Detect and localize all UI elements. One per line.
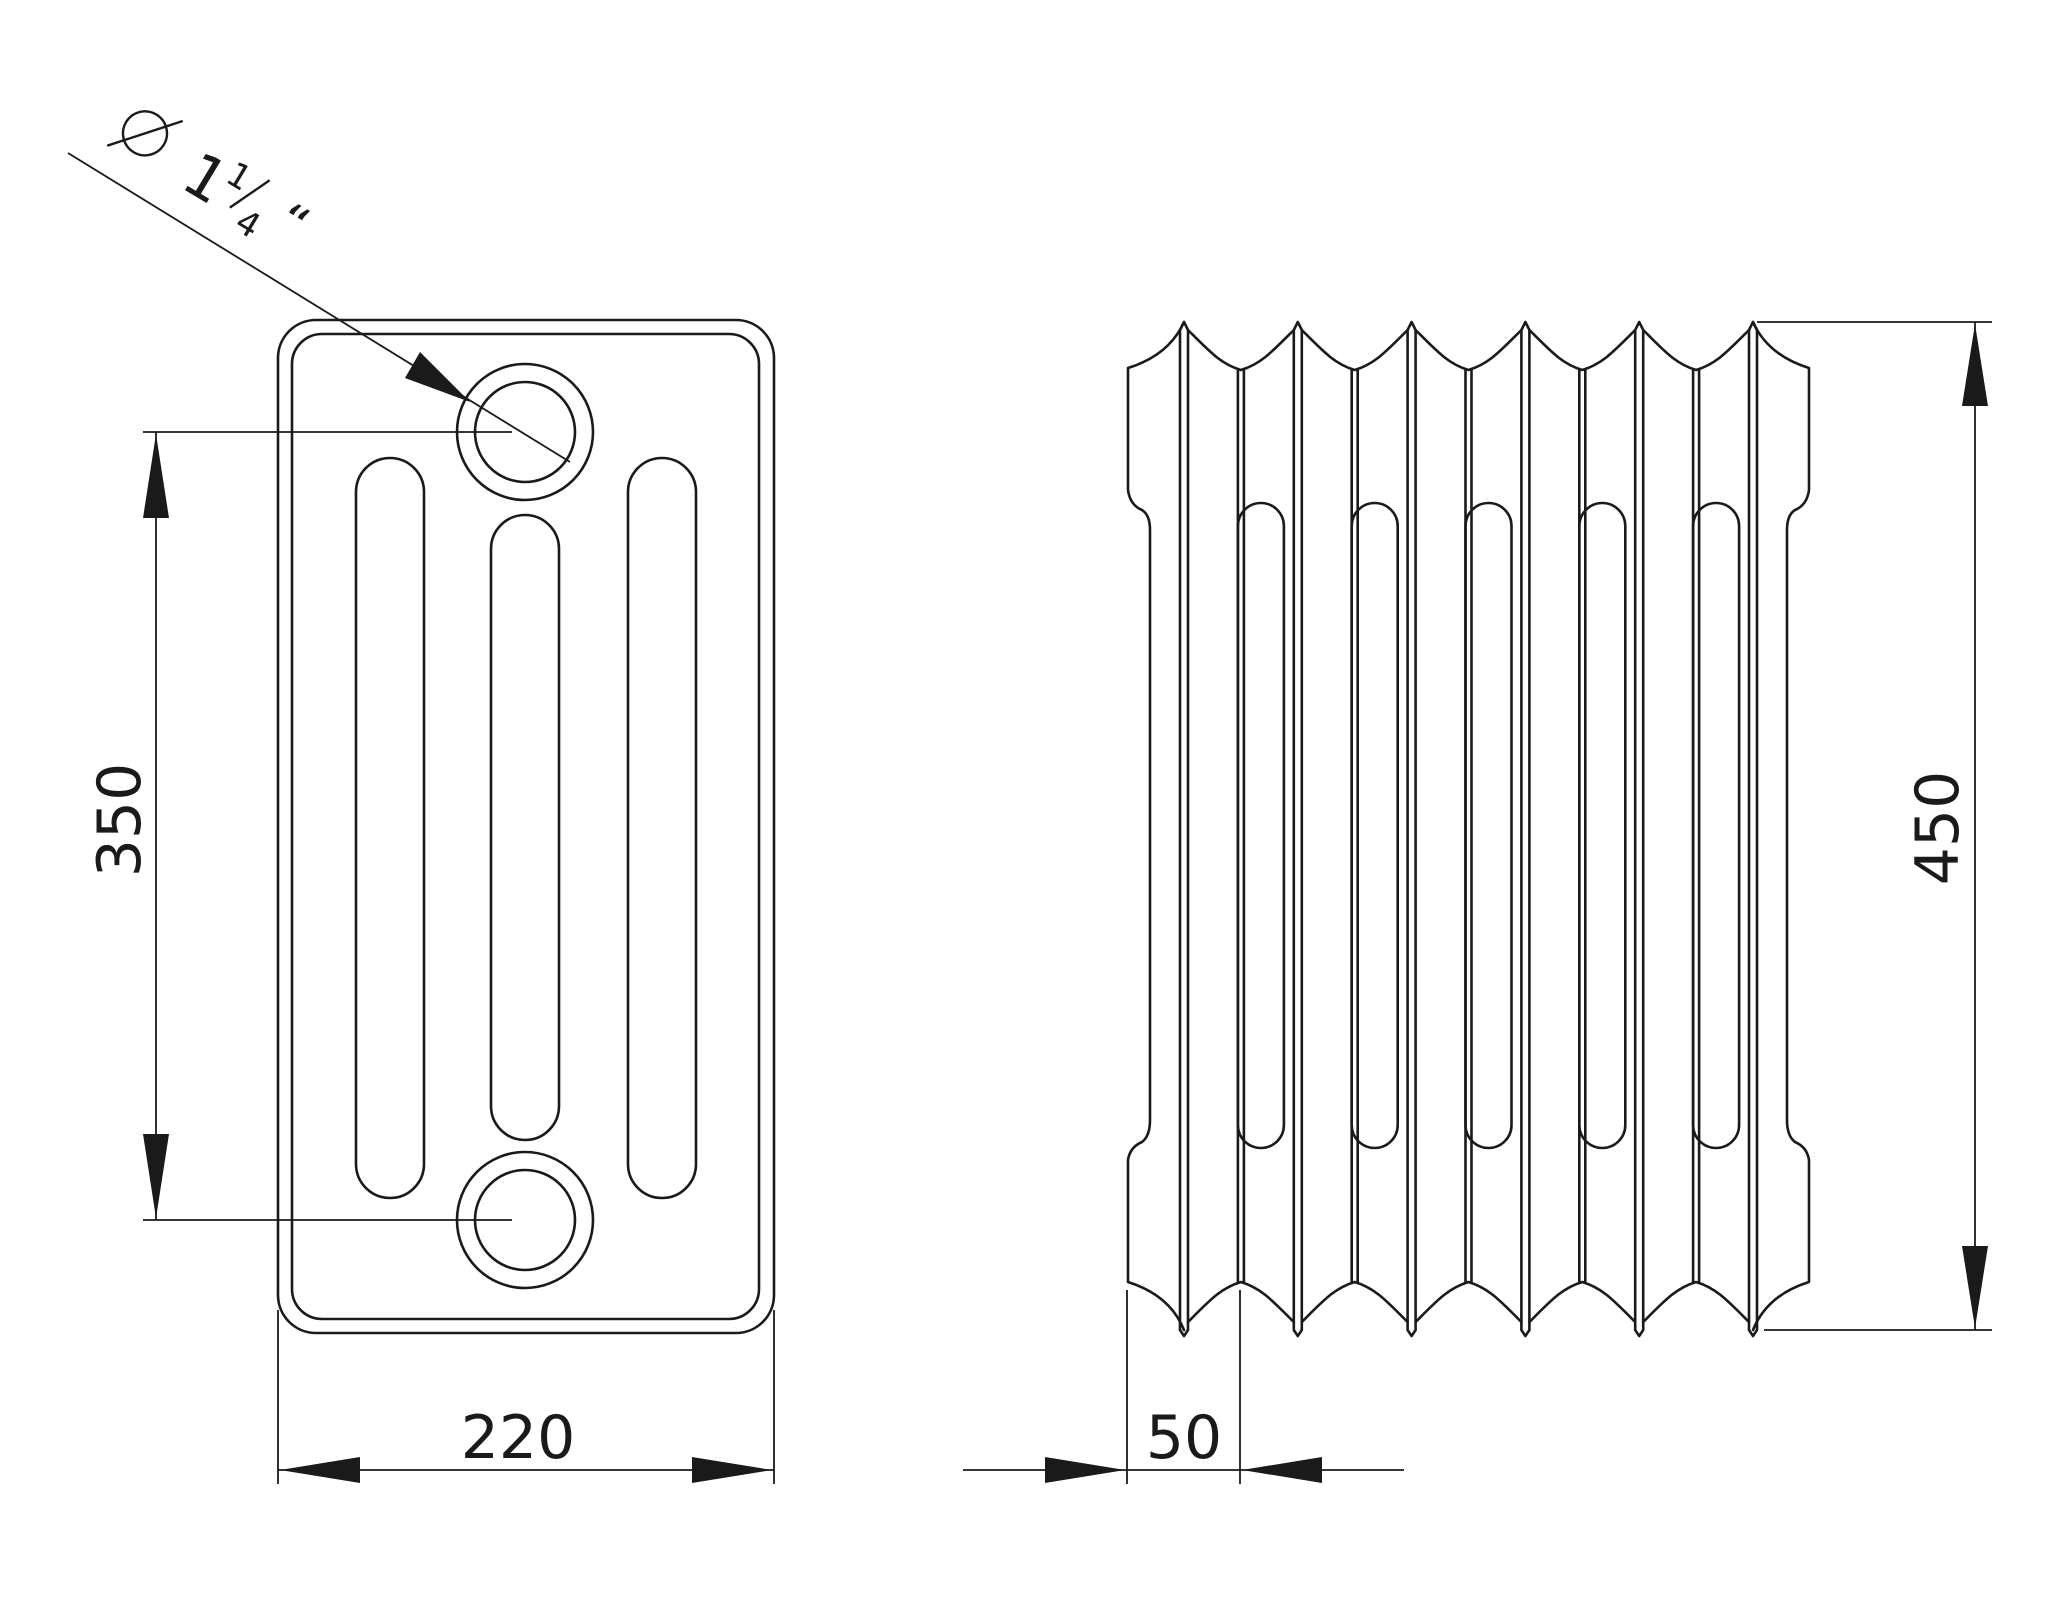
top-scallop [1414, 328, 1523, 372]
dimension-350: 350 [85, 431, 512, 1221]
dimension-450: 450 [1757, 321, 1992, 1331]
section-slot [1350, 501, 1399, 1150]
dimension-350-label: 350 [85, 763, 155, 878]
channel-right [626, 456, 698, 1200]
section-rib [1633, 320, 1645, 1338]
top-scallop [1528, 328, 1637, 372]
pipe-size-label: 1 1 4 “ [106, 110, 319, 255]
bottom-scallop [1641, 1280, 1751, 1324]
section-rib [1747, 320, 1759, 1338]
side-outline-left [1126, 320, 1186, 1332]
dimension-50-label: 50 [1146, 1403, 1222, 1473]
front-outer-outline [276, 318, 776, 1335]
dimension-220-label: 220 [461, 1403, 576, 1473]
section-slot [1578, 501, 1627, 1150]
bottom-scallop [1528, 1280, 1637, 1324]
channel-center [489, 513, 561, 1142]
section-slot [1464, 501, 1513, 1150]
front-view: 1 1 4 “ 350 220 [67, 110, 776, 1484]
top-scallop [1300, 328, 1409, 372]
section-rib [1406, 320, 1417, 1338]
diameter-symbol [106, 110, 184, 157]
side-outline-right [1751, 320, 1811, 1332]
top-scallop [1641, 328, 1751, 372]
dimension-50: 50 [963, 1290, 1404, 1484]
pipe-size-denominator: 4 [228, 202, 267, 247]
bottom-scallop [1414, 1280, 1523, 1324]
section-rib [1292, 320, 1304, 1338]
bottom-scallop [1300, 1280, 1409, 1324]
front-inner-outline [290, 332, 761, 1321]
dimension-450-label: 450 [1903, 771, 1973, 886]
section-rib [1520, 320, 1531, 1338]
top-scallop [1186, 328, 1296, 372]
section-rib [1178, 320, 1190, 1338]
channel-left [354, 456, 426, 1200]
dimension-220: 220 [277, 1310, 775, 1484]
bottom-scallop [1186, 1280, 1296, 1324]
side-view: 450 50 [963, 320, 1992, 1484]
pipe-size-leader [67, 152, 571, 463]
section-slot [1691, 501, 1741, 1150]
section-slot [1236, 501, 1286, 1150]
radiator-sections [1178, 320, 1759, 1338]
pipe-size-inch-mark: “ [267, 192, 319, 255]
